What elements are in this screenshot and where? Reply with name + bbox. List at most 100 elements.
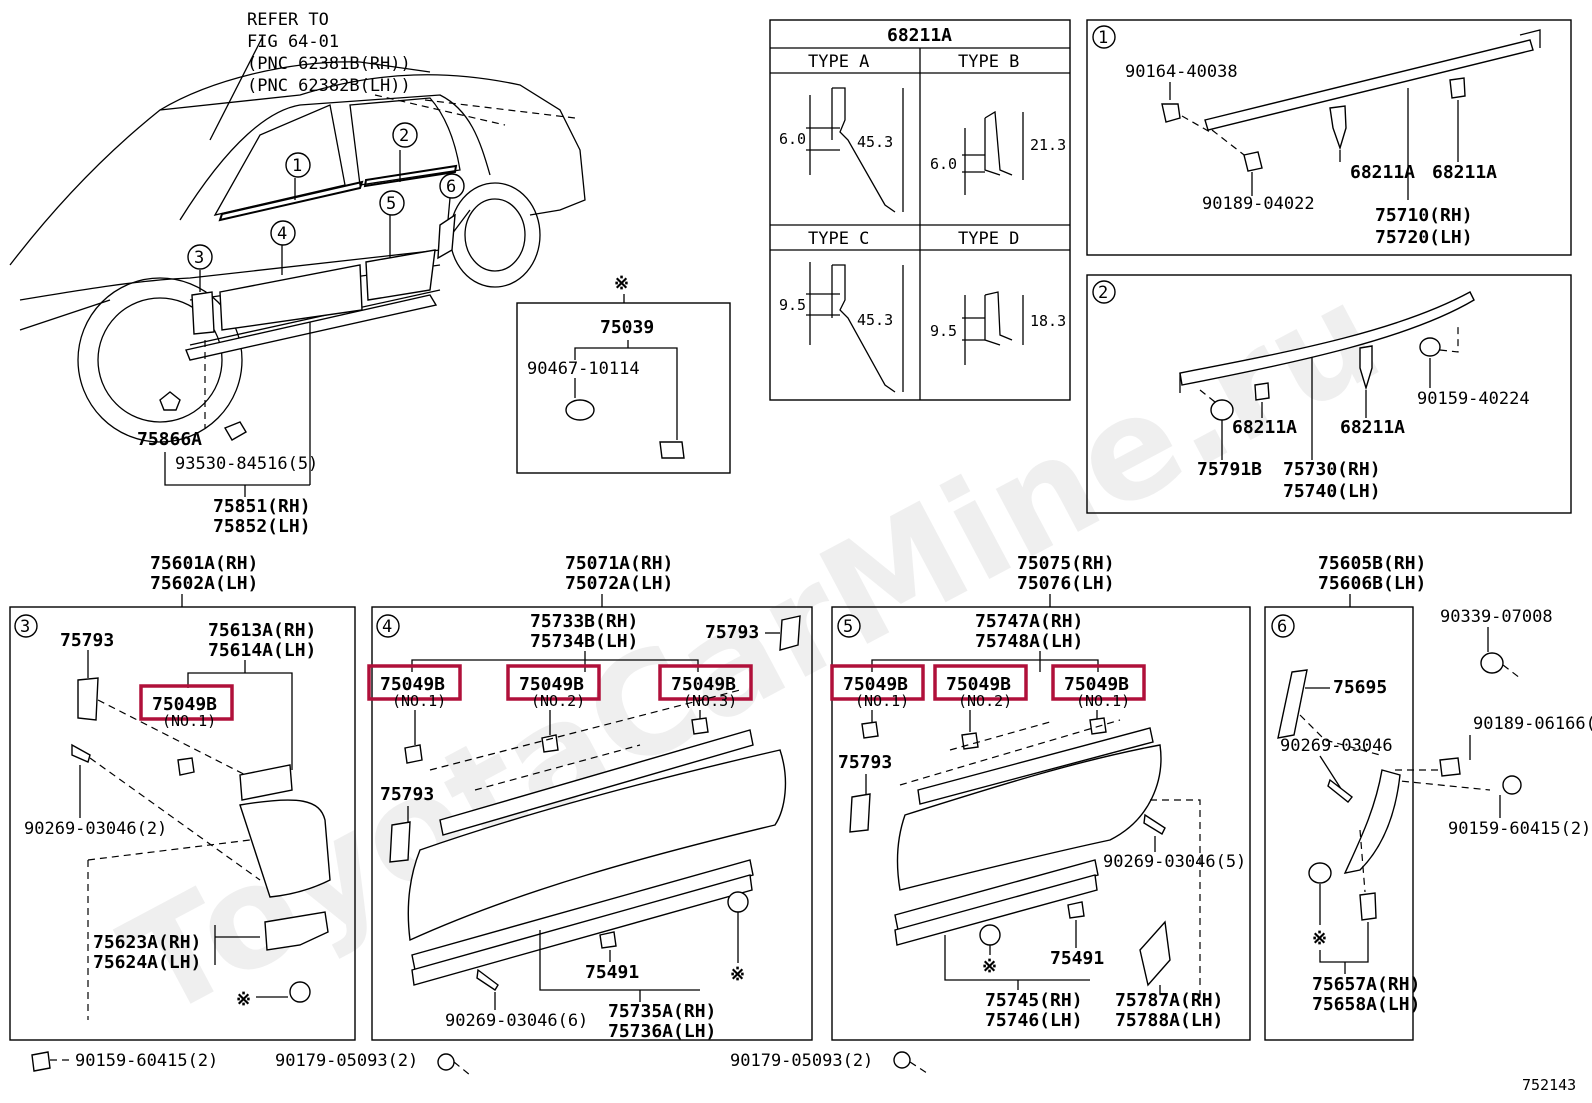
panel-5-symbol: ※ xyxy=(982,956,997,977)
panel-4-90269: 90269-03046(6) xyxy=(445,1011,588,1031)
panel-5-75746: 75746(LH) xyxy=(985,1010,1083,1031)
panel-3-75614A: 75614A(LH) xyxy=(208,640,316,661)
panel-3-75613A: 75613A(RH) xyxy=(208,620,316,641)
panel-4-clip2-highlight xyxy=(506,664,601,701)
panel-1: 1 90164-40038 90189-04022 68211A 68211A … xyxy=(1086,19,1572,256)
panel-5-90269: 90269-03046(5) xyxy=(1103,852,1246,872)
panel-5-75748A: 75748A(LH) xyxy=(975,631,1083,652)
panel-5-clip1-highlight xyxy=(830,664,925,701)
box-75039-title: 75039 xyxy=(600,317,654,338)
label-90159-40224: 90159-40224 xyxy=(1417,389,1530,409)
panel-4-75734B: 75734B(LH) xyxy=(530,631,638,652)
refer-line-3: (PNC 62381B(RH)) xyxy=(247,54,411,74)
panel-2-clip-a: 68211A xyxy=(1232,417,1297,438)
panel-2-rh: 75730(RH) xyxy=(1283,459,1381,480)
bottom-90159: 90159-60415(2) xyxy=(75,1051,218,1071)
panel-2-clip-b: 68211A xyxy=(1340,417,1405,438)
label-93530: 93530-84516(5) xyxy=(175,454,318,474)
panel-3-symbol: ※ xyxy=(236,989,251,1010)
panel-3-90269: 90269-03046(2) xyxy=(24,819,167,839)
panel-4-symbol: ※ xyxy=(730,964,745,985)
panel-6-75657A: 75657A(RH) xyxy=(1312,974,1420,995)
panel-5-clip3-no: (NO.1) xyxy=(1076,692,1130,710)
table-title: 68211A xyxy=(887,25,952,46)
panel-4-top-rh: 75071A(RH) xyxy=(565,553,673,574)
type-c-big: 45.3 xyxy=(857,311,893,329)
panel-4-75735A: 75735A(RH) xyxy=(608,1001,716,1022)
box-75039-symbol: ※ xyxy=(614,273,629,294)
type-d-small: 9.5 xyxy=(930,322,957,340)
panel-5-clip3: 75049B xyxy=(1064,674,1129,695)
type-a-small: 6.0 xyxy=(779,130,806,148)
type-a-header: TYPE A xyxy=(808,52,869,72)
panel-5-clip1-no: (NO.1) xyxy=(855,692,909,710)
panel-1-lh: 75720(LH) xyxy=(1375,227,1473,248)
refer-line-1: REFER TO xyxy=(247,10,329,30)
panel-5-75745: 75745(RH) xyxy=(985,990,1083,1011)
table-68211A: 68211A TYPE A TYPE B TYPE C TYPE D 6.0 4… xyxy=(769,19,1071,401)
panel-1-rh: 75710(RH) xyxy=(1375,205,1473,226)
refer-line-4: (PNC 62382B(LH)) xyxy=(247,76,411,96)
rocker-parts: 75866A 93530-84516(5) 75851(RH) 75852(LH… xyxy=(137,322,318,537)
panel-4-clip2: 75049B xyxy=(519,674,584,695)
car-callouts: 1 2 3 4 5 6 xyxy=(187,122,465,270)
panel-1-clip-b: 68211A xyxy=(1432,162,1497,183)
panel-3: 75601A(RH) 75602A(LH) 3 75793 75613A(RH)… xyxy=(9,553,356,1041)
label-75791B: 75791B xyxy=(1197,459,1262,480)
bottom-fasteners: 90159-60415(2) 90179-05093(2) 90179-0509… xyxy=(31,1051,1576,1094)
panel-3-top-rh: 75601A(RH) xyxy=(150,553,258,574)
panel-4-75491: 75491 xyxy=(585,962,639,983)
panel-6-symbol: ※ xyxy=(1312,928,1327,949)
panel-5: 75075(RH) 75076(LH) 5 75747A(RH) 75748A(… xyxy=(830,553,1251,1041)
panel-5-clip3-highlight xyxy=(1051,664,1146,701)
panel-5-75747A: 75747A(RH) xyxy=(975,611,1083,632)
panel-4-75793-left: 75793 xyxy=(380,784,434,805)
panel-2-number: 2 xyxy=(1098,283,1108,303)
callout-6: 6 xyxy=(446,177,456,197)
panel-5-top-rh: 75075(RH) xyxy=(1017,553,1115,574)
type-c-header: TYPE C xyxy=(808,229,869,249)
callout-1: 1 xyxy=(292,156,302,176)
panel-3-clip-no: (NO.1) xyxy=(162,712,216,730)
callout-2: 2 xyxy=(399,126,409,146)
type-a-big: 45.3 xyxy=(857,133,893,151)
panel-5-clip1: 75049B xyxy=(843,674,908,695)
label-75866A: 75866A xyxy=(137,429,202,450)
bottom-90179-a: 90179-05093(2) xyxy=(275,1051,418,1071)
panel-4-clip3-no: (NO.3) xyxy=(683,692,737,710)
panel-5-75787A: 75787A(RH) xyxy=(1115,990,1223,1011)
panel-5-number: 5 xyxy=(843,617,853,637)
panel-3-number: 3 xyxy=(20,617,30,637)
panel-3-75623A: 75623A(RH) xyxy=(93,932,201,953)
panel-5-75793: 75793 xyxy=(838,752,892,773)
panel-3-75793: 75793 xyxy=(60,630,114,651)
panel-5-clip2-no: (NO.2) xyxy=(958,692,1012,710)
callout-5: 5 xyxy=(386,194,396,214)
panel-4-75736A: 75736A(LH) xyxy=(608,1021,716,1042)
type-b-big: 21.3 xyxy=(1030,136,1066,154)
panel-6-90339: 90339-07008 xyxy=(1440,607,1553,627)
panel-4-75793-top: 75793 xyxy=(705,622,759,643)
type-c-small: 9.5 xyxy=(779,296,806,314)
panel-4-75733B: 75733B(RH) xyxy=(530,611,638,632)
panel-5-clip2-highlight xyxy=(933,664,1028,701)
panel-4: 75071A(RH) 75072A(LH) 4 75733B(RH) 75734… xyxy=(367,553,813,1042)
panel-6-top-rh: 75605B(RH) xyxy=(1318,553,1426,574)
panel-2-lh: 75740(LH) xyxy=(1283,481,1381,502)
refer-note: REFER TO FIG 64-01 (PNC 62381B(RH)) (PNC… xyxy=(247,10,411,96)
panel-6-top-lh: 75606B(LH) xyxy=(1318,573,1426,594)
label-90164: 90164-40038 xyxy=(1125,62,1238,82)
type-b-small: 6.0 xyxy=(930,155,957,173)
label-75851: 75851(RH) xyxy=(213,496,311,517)
panel-4-number: 4 xyxy=(382,617,392,637)
panel-5-top-lh: 75076(LH) xyxy=(1017,573,1115,594)
box-75039: ※ 75039 90467-10114 xyxy=(516,273,731,474)
refer-line-2: FIG 64-01 xyxy=(247,32,339,52)
panel-4-clip2-no: (NO.2) xyxy=(531,692,585,710)
panel-6-90159: 90159-60415(2) xyxy=(1448,819,1591,839)
panel-5-75788A: 75788A(LH) xyxy=(1115,1010,1223,1031)
car-illustration xyxy=(9,37,586,443)
panel-2: 2 68211A 68211A 90159-40224 75791B 75730… xyxy=(1086,274,1572,514)
